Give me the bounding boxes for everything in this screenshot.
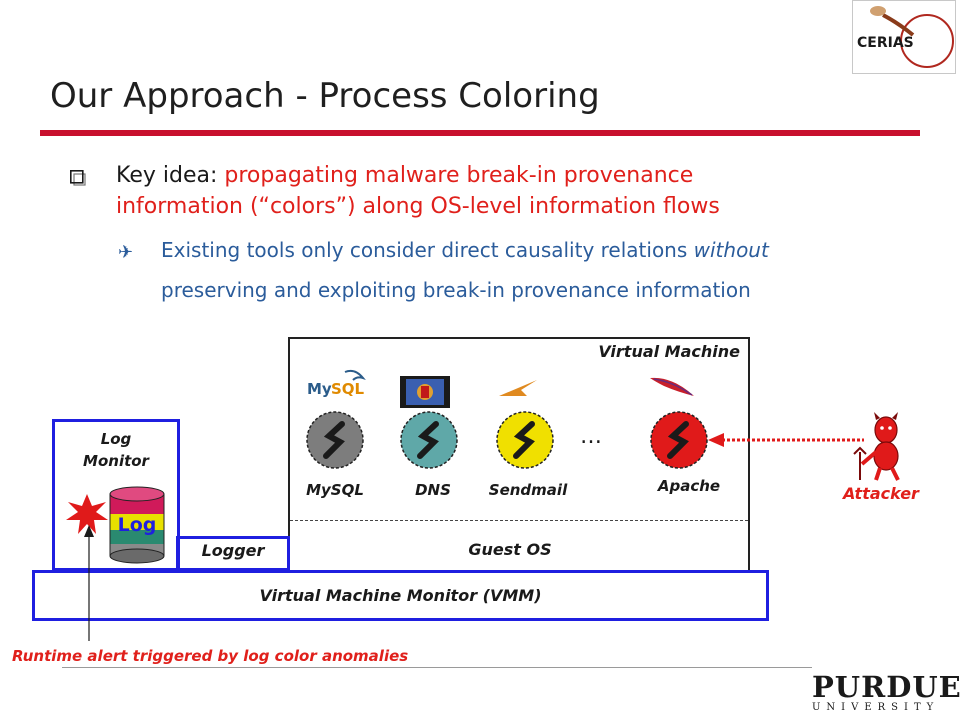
log-monitor-label-line2: Monitor [83,452,149,470]
process-label-dns: DNS [415,481,451,499]
apache-process-icon [648,410,710,470]
logger-box [176,536,290,571]
alert-caption: Runtime alert triggered by log color ano… [12,647,409,665]
log-monitor-box [52,419,180,571]
footer-divider [62,667,812,668]
attacker-label: Attacker [843,484,919,503]
log-database-icon [108,486,166,566]
airplane-bullet-icon: ✈ [118,242,134,263]
cerias-logo-text: CERIAS [857,35,914,51]
mysql-logo-icon: My SQL [305,366,369,404]
guest-os-label: Guest OS [468,540,552,559]
sub-bullet-line1: Existing tools only consider direct caus… [161,238,694,262]
sendmail-logo-icon [497,376,541,400]
sendmail-process-icon [494,410,556,470]
process-label-mysql: MySQL [306,481,364,499]
apache-feather-icon [648,374,696,400]
vmm-box [32,570,769,621]
key-idea-highlight-1: propagating malware break-in provenance [224,163,694,188]
bullet-checkbox-icon [70,170,86,186]
svg-text:SQL: SQL [331,380,365,398]
sub-bullet-emphasis: without [693,238,769,262]
dns-process-icon [398,410,460,470]
log-database-label: Log [117,514,157,536]
virtual-machine-label: Virtual Machine [598,342,740,361]
key-idea-highlight-2: information (“colors”) along OS-level in… [116,194,720,219]
cerias-logo-graphic: CERIAS [857,6,954,68]
svg-text:My: My [307,380,332,398]
purdue-logo-wordmark: PURDUE [812,670,960,704]
sub-bullet-line2: preserving and exploiting break-in prove… [161,278,751,302]
logger-label: Logger [201,541,265,560]
attacker-devil-icon [852,412,918,482]
process-label-apache: Apache [657,477,721,495]
process-label-sendmail: Sendmail [488,481,568,499]
alert-arrow [82,525,96,643]
log-monitor-label-line1: Log [100,430,132,448]
dns-logo-icon [400,376,450,408]
purdue-logo-subtitle: UNIVERSITY [812,702,940,713]
mysql-process-icon [304,410,366,470]
alert-burst-icon [66,494,108,534]
purdue-logo: PURDUE UNIVERSITY [812,670,960,718]
guest-os-separator [290,520,748,521]
vmm-label: Virtual Machine Monitor (VMM) [259,586,542,605]
key-idea-bullet: Key idea: propagating malware break-in p… [116,160,916,222]
page-title: Our Approach - Process Coloring [50,76,600,116]
ellipsis-text: … [580,424,602,449]
sub-bullet: Existing tools only consider direct caus… [161,230,921,310]
cerias-logo: CERIAS [852,0,956,74]
log-monitor-label: Log Monitor [56,428,176,472]
key-idea-prefix: Key idea: [116,163,225,188]
attack-arrow [708,432,866,448]
title-divider [40,130,920,136]
